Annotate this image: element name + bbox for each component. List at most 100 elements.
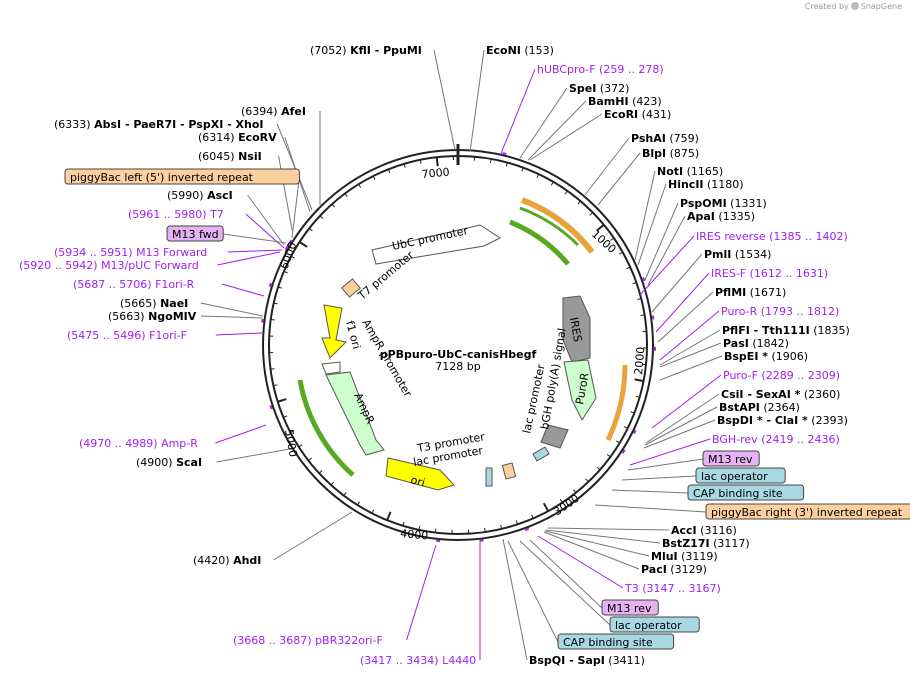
green-arc-top-2	[519, 206, 580, 247]
tick-mark	[402, 521, 405, 526]
tick-mark	[589, 212, 594, 216]
tick-mark	[357, 501, 361, 506]
feature-box-label: piggyBac left (5') inverted repeat	[70, 171, 254, 184]
tick-mark	[615, 440, 620, 444]
leader-line	[291, 176, 300, 239]
f1-ori-arrow	[321, 304, 348, 359]
enzyme-label: BstAPI (2364)	[719, 401, 800, 414]
enzyme-label: (6314) EcoRV	[198, 131, 277, 144]
enzyme-label: BstZ17I (3117)	[662, 537, 750, 550]
tick-label: 7000	[421, 166, 450, 181]
tick-mark	[386, 511, 392, 521]
tick-mark	[277, 398, 287, 403]
feature-box	[166, 225, 224, 242]
primer-label: (3417 .. 3434) L4440	[360, 654, 476, 667]
enzyme-label: (5990) AscI	[167, 189, 233, 202]
leader-line	[651, 374, 722, 429]
feature-box-label: CAP binding site	[693, 487, 783, 500]
enzyme-label: BlpI (875)	[642, 147, 699, 160]
enzyme-label: BspQI - SapI (3411)	[529, 654, 645, 667]
leader-line	[651, 253, 703, 313]
tick-mark	[610, 237, 615, 241]
enzyme-label: PasI (1842)	[723, 337, 789, 350]
green-arc-top-1	[509, 219, 570, 266]
leader-line	[594, 504, 707, 513]
enzyme-label: CsiI - SexAI * (2360)	[721, 388, 840, 401]
enzyme-label: ApaI (1335)	[687, 210, 755, 223]
leader-line	[433, 49, 456, 151]
tick-mark	[564, 190, 568, 195]
leader-line	[545, 529, 661, 544]
feature-box-label: CAP binding site	[563, 636, 653, 649]
tick-layer	[261, 144, 656, 543]
primer-label: (5934 .. 5951) M13 Forward	[54, 246, 207, 259]
tick-mark	[630, 411, 635, 414]
enzyme-label: (6333) AbsI - PaeR7I - PspXI - XhoI	[54, 118, 263, 131]
leader-line	[276, 123, 313, 211]
inner-features	[321, 224, 597, 491]
primer-label: Puro-F (2289 .. 2309)	[723, 369, 840, 382]
primer-label: (5687 .. 5706) F1ori-R	[73, 278, 195, 291]
primer-label: (5961 .. 5980) T7	[128, 208, 224, 221]
tick-mark	[542, 502, 550, 512]
leader-line	[659, 355, 723, 381]
leader-line	[215, 424, 267, 444]
leader-lines	[200, 49, 723, 661]
enzyme-label: PflMI (1671)	[715, 286, 786, 299]
leader-line	[659, 342, 722, 368]
primer-site-mark	[524, 527, 530, 532]
tick-mark	[623, 426, 628, 429]
ampr-arrow	[325, 371, 385, 456]
tick-mark	[299, 241, 308, 248]
leader-line	[627, 458, 704, 471]
feature-arcs	[297, 197, 628, 477]
plasmid-length: 7128 bp	[435, 360, 480, 373]
enzyme-label: PmlI (1534)	[704, 248, 771, 261]
ori-arrow	[385, 457, 455, 491]
leader-line	[537, 535, 624, 589]
primer-site-mark	[269, 405, 273, 410]
tick-mark	[626, 266, 631, 270]
tick-label: 1000	[589, 228, 619, 256]
leader-line	[639, 235, 695, 296]
leader-line	[519, 87, 568, 159]
orange-arc-top	[520, 197, 595, 254]
tick-mark	[505, 162, 508, 167]
leader-line	[406, 544, 437, 641]
tick-mark	[521, 167, 524, 172]
primer-label: T3 (3147 .. 3167)	[624, 582, 721, 595]
primer-site-mark	[288, 239, 293, 244]
tick-mark	[634, 378, 644, 383]
tick-label: 5000	[282, 428, 300, 458]
leader-line	[216, 447, 296, 463]
tick-mark	[596, 466, 601, 471]
piggybac-left-box	[341, 278, 361, 298]
leader-line	[529, 113, 603, 161]
leader-line	[527, 100, 587, 161]
leader-line	[597, 152, 641, 206]
tick-mark	[635, 395, 640, 398]
tick-mark	[489, 158, 492, 163]
tick-mark	[387, 169, 391, 174]
leader-line	[659, 310, 720, 361]
primer-label: (5475 .. 5496) F1ori-F	[67, 329, 187, 342]
tick-mark	[618, 251, 623, 255]
enzyme-label: PflFI - Tth111I (1835)	[722, 324, 850, 337]
leader-line	[200, 315, 263, 319]
enzyme-label: (5665) NaeI	[120, 297, 188, 310]
leader-line	[499, 68, 536, 157]
tick-mark	[572, 489, 577, 494]
feature-box-label: M13 fwd	[172, 228, 219, 241]
tick-mark	[606, 454, 611, 458]
credit-prefix: Created by	[804, 2, 849, 11]
primer-site-mark	[621, 449, 626, 454]
leader-line	[245, 213, 285, 249]
primer-label: IRES reverse (1385 .. 1402)	[696, 230, 848, 243]
tick-mark	[435, 157, 439, 167]
enzyme-label: (6045) NsiI	[198, 150, 262, 163]
tick-mark	[371, 509, 375, 514]
primer-label: IRES-F (1612 .. 1631)	[711, 267, 828, 280]
feature-box	[695, 467, 786, 484]
leader-line	[644, 202, 679, 281]
